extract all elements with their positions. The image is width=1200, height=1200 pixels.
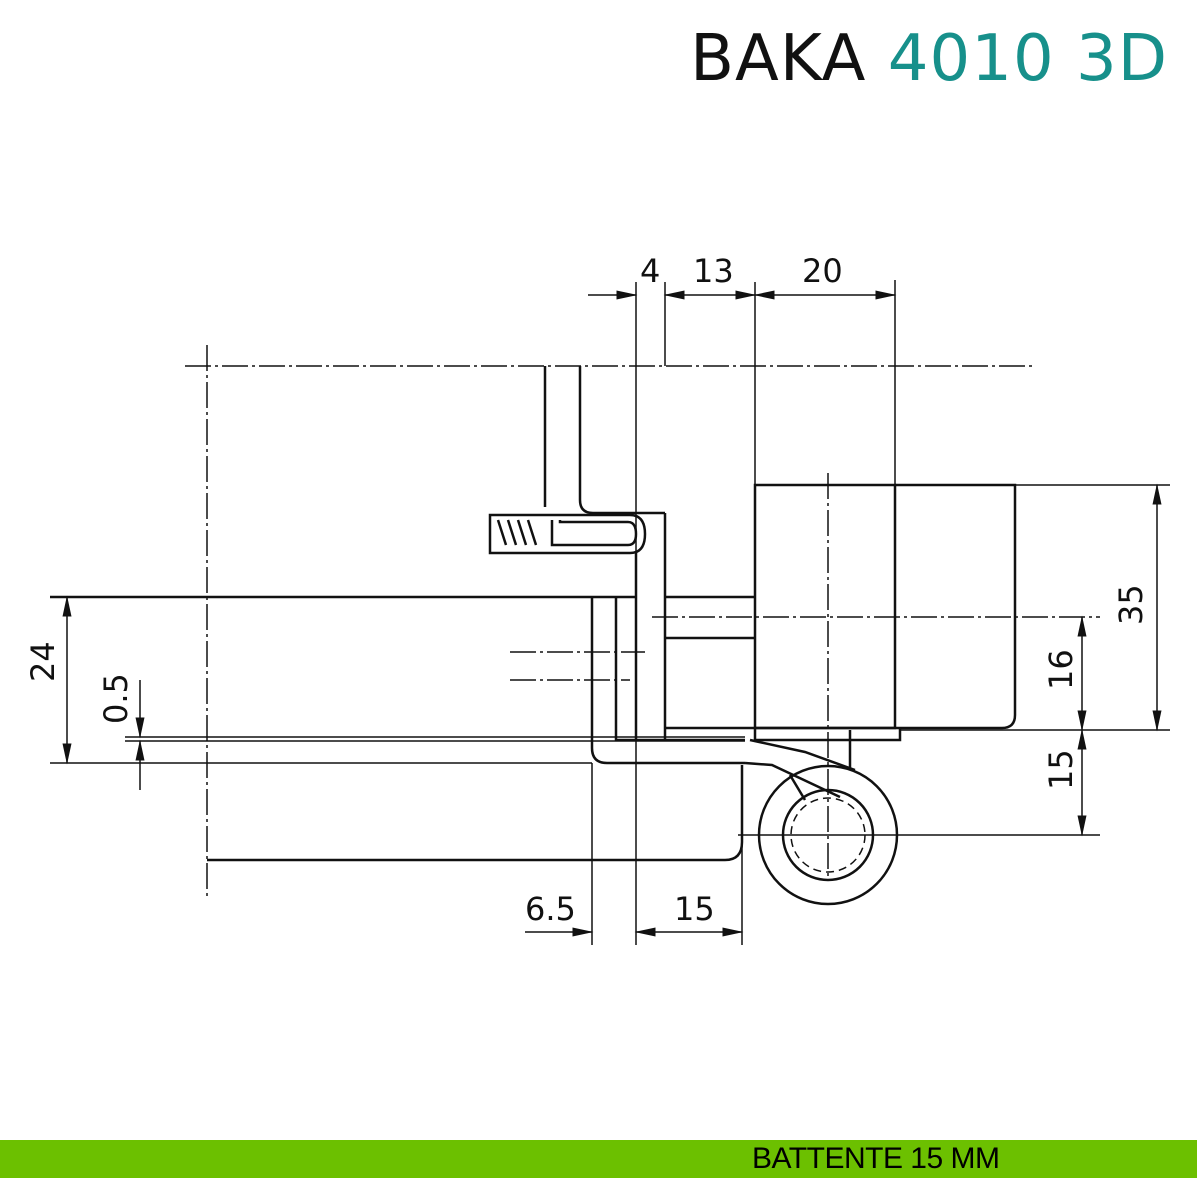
dim-label-15-right: 15 — [1042, 749, 1080, 790]
dim-label-20: 20 — [802, 252, 843, 290]
dim-label-4: 4 — [640, 252, 660, 290]
dim-label-24: 24 — [24, 641, 62, 682]
thin-lines — [50, 736, 745, 764]
dim-label-15-bottom: 15 — [674, 890, 715, 928]
dim-label-35: 35 — [1112, 584, 1150, 625]
dim-label-16: 16 — [1042, 649, 1080, 690]
dim-label-0-5: 0.5 — [97, 673, 135, 724]
footer-label: BATTENTE 15 MM — [752, 1142, 1000, 1175]
product-title: BAKA 4010 3D — [690, 22, 1168, 96]
dim-label-6-5: 6.5 — [525, 890, 576, 928]
dimension-lines — [62, 280, 1170, 945]
dim-label-13: 13 — [693, 252, 734, 290]
center-lines — [185, 345, 1100, 897]
hinge-outline — [50, 366, 1017, 906]
footer-bar: BATTENTE 15 MM — [0, 1140, 1197, 1178]
brand-name: BAKA — [690, 22, 867, 96]
model-name: 4010 3D — [887, 22, 1168, 96]
